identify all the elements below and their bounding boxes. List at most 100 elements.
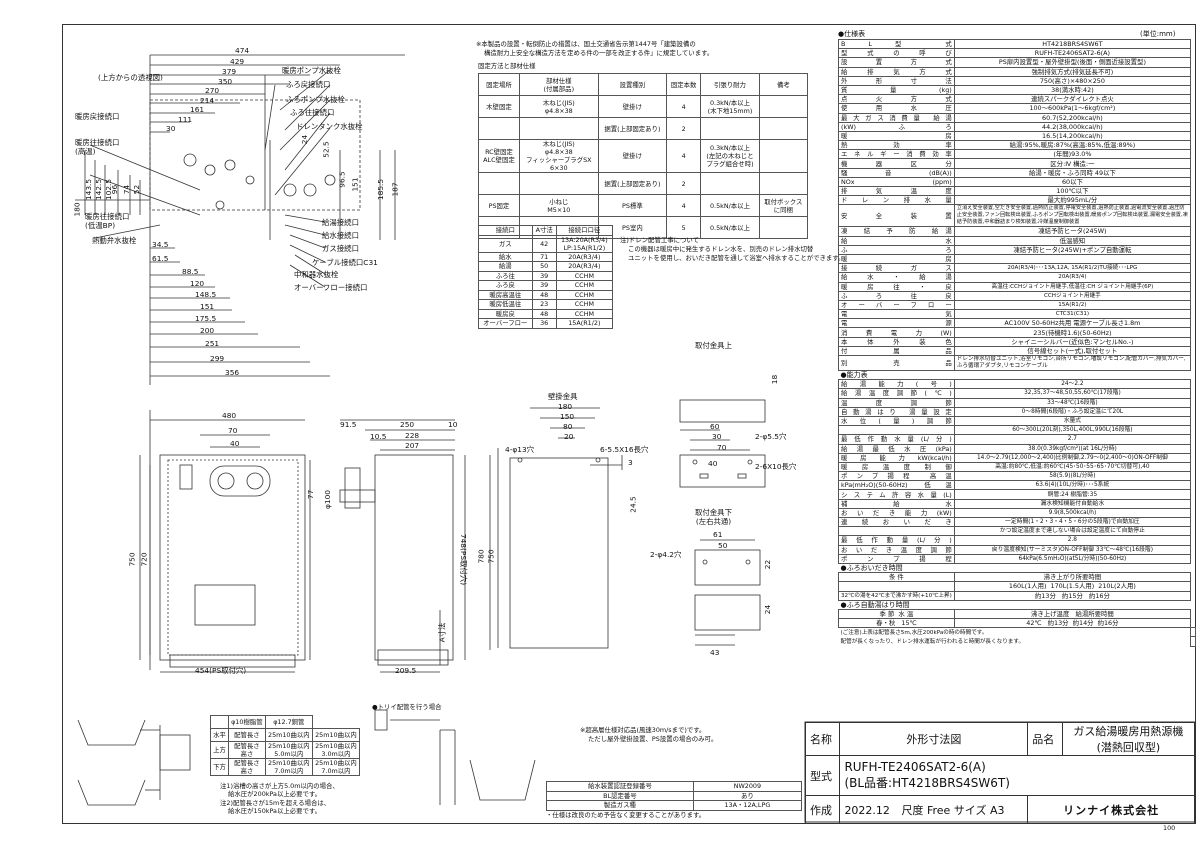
label-hot-water: 給湯接続口: [322, 218, 359, 227]
conn-row-3-cell-0: ふろ往: [478, 270, 533, 281]
spec-perf-12: システム許容水量(L)銅管:24 樹脂管:35: [838, 489, 1196, 500]
spec-perf-title-cell-0: ●能力表: [840, 371, 868, 380]
spec-auto-title: ●ふろ自動湯はり時間: [839, 600, 1196, 609]
spec-row-9-cell-0: (kW) ふろ: [838, 121, 955, 132]
mount-row-4-cell-1: 小ねじ M5×10: [518, 194, 599, 217]
conn-row-4-cell-0: ふろ戻: [478, 280, 533, 291]
dim-120: 120: [190, 279, 205, 288]
spec-row-3-cell-1: 強制排気方式(排気延長不可): [953, 66, 1192, 77]
spec-row-1-cell-1: RUFH-TE2406SAT2-6(A): [953, 48, 1192, 59]
spec-oidaki-head: 条 件沸き上がり所要時間: [838, 572, 1196, 583]
pipe-row-1-cell-2: 25m10曲以内 5.0m以内: [264, 741, 313, 759]
spec-auto-title-cell-1: [954, 600, 1190, 609]
spec-row-8-cell-1: 60.7(52,200kcal/h): [953, 112, 1192, 123]
spec-perf-16: かつ設定温度まで達しない場合は設定温度にて自動停止: [838, 526, 1196, 537]
spec-conn-4-cell-1: 15A(R1/2): [953, 299, 1192, 311]
spec-auto-row-cell-0: 春・秋 15℃: [838, 618, 955, 629]
front-dim-480: 480: [222, 411, 237, 420]
pipe-note-1b: 給水圧が200kPa以上必要です。: [228, 790, 322, 798]
dim-474: 474: [235, 46, 250, 55]
label-heating-low: 暖房往接続口 (低温BP): [85, 212, 130, 230]
spec-perf-19-cell-1: 64kPa(6.5mH₂O)(at5L/分時)(50-60Hz): [953, 553, 1192, 564]
spec-row-5-cell-1: 38(満水時:42): [953, 84, 1192, 96]
mount-header-cell-5: 備考: [758, 73, 809, 96]
spec-foot-2-cell-1: [1190, 636, 1196, 647]
bottom-bracket-dim-43: 43: [710, 648, 720, 657]
spec-perf-16-cell-1: かつ設定温度まで達しない場合は設定温度にて自動停止: [953, 526, 1192, 537]
spec-perf-14: おいだき能力(kW)9.9(8,500kcal/h): [838, 507, 1196, 519]
spec-conn-1-cell-0: 給水・給湯: [838, 272, 955, 283]
spec-perf-title: ●能力表: [839, 371, 1196, 380]
cert-row-1-cell-1: あり: [692, 790, 803, 801]
spec-freeze-1-cell-1: 低温感知: [953, 235, 1192, 246]
product-value-2: (潜熱回収型): [1096, 741, 1161, 754]
spec-auto-row-cell-1: 42℃ 約13分 約14分 約16分: [953, 618, 1192, 629]
pipe-row-1-cell-0: 上方: [210, 741, 229, 759]
spec-perf-14-cell-0: おいだき能力(kW): [838, 507, 955, 519]
spec-option-cell-1: ドレン排水切替ユニット,浴室リモコン,台所リモコン,増設リモコン,配管カバー,排…: [953, 355, 1192, 371]
conn-row-1-cell-1: 71: [531, 251, 557, 262]
dim-88-5: 88.5: [182, 267, 199, 276]
spec-perf-19-cell-0: ポンプ揚程: [838, 553, 955, 564]
cert-row-0-cell-0: 給水装置認証登録番号: [546, 781, 694, 792]
spec-title: ●仕様表: [838, 30, 866, 38]
spec-row-16-cell-1: 100℃以下: [953, 185, 1192, 197]
conn-row-4-cell-2: CCHM: [555, 280, 614, 291]
bracket-dim-24-5: 24.5: [628, 496, 638, 513]
trap-title: ●トリイ配管を行う場合: [372, 703, 442, 711]
model-label: 型式: [804, 755, 841, 796]
label-bath-supply: ふろ往接続口: [290, 108, 335, 117]
label-bath-return: ふろ戻接続口: [286, 80, 331, 89]
top-bracket-slots: 2-6X10長穴: [755, 462, 797, 471]
spec-perf-1-cell-0: 給湯温度調節(℃): [838, 388, 955, 399]
spec-row-5: 質 量 (kg)38(満水時:42): [838, 84, 1196, 96]
dim-251: 251: [205, 339, 220, 348]
spec-row-11: 熱 効 率給湯:95%,暖房:87%(高温:85%,低温:89%): [838, 140, 1196, 151]
side-dim-748: 748(PS取付穴): [459, 533, 469, 586]
top-bracket-title: 取付金具上: [695, 341, 732, 350]
model-value-1: RUFH-TE2406SAT2-6(A): [844, 760, 986, 774]
bottom-bracket-lines: [694, 539, 761, 646]
scale-value: Free: [926, 803, 951, 817]
dim-185-5: 185.5: [376, 178, 386, 201]
mount-row-1-cell-0: [478, 117, 520, 140]
company-name: リンナイ株式会社: [1027, 795, 1195, 824]
spec-row-14-cell-0: 騒 音 (dB(A)): [838, 167, 955, 178]
mount-row-3-cell-4: [700, 172, 760, 195]
spec-perf-4: 水位(量)調節水量式: [838, 415, 1196, 427]
spec-power-3-cell-0: 付 属 品: [838, 345, 955, 357]
wind-note-2: ただし屋外壁掛設置、PS設置の場合のみ可。: [588, 735, 718, 743]
dim-299: 299: [210, 354, 225, 363]
bracket-dim-750: 750: [486, 549, 496, 564]
spec-perf-3-cell-0: 自動湯はり 湯量設定: [838, 406, 955, 417]
front-dim-750: 750: [127, 552, 137, 567]
mount-row-2-cell-3: 4: [666, 139, 702, 173]
spec-row-12-cell-0: エネルギー消費効率: [838, 149, 955, 160]
spec-option: 別 売 品ドレン排水切替ユニット,浴室リモコン,台所リモコン,増設リモコン,配管…: [838, 355, 1196, 371]
spec-perf-8-cell-0: 暖房能力kW(kcal/h): [838, 452, 955, 463]
mount-row-1-cell-3: 2: [666, 117, 702, 140]
top-view-title: (上方からの透視図): [98, 73, 163, 82]
spec-foot-1-cell-0: (ご注意)上表は配管長さ5m,水圧200kPaの時の時間です。: [840, 629, 988, 636]
spec-perf-5-cell-0: [838, 425, 955, 436]
pipe-diagram-lines: [77, 709, 536, 806]
mount-row-3-cell-0: [478, 172, 520, 195]
spec-perf-0-cell-1: 24～2.2: [953, 379, 1192, 390]
side-view-lines: [339, 419, 466, 673]
spec-perf-7-cell-0: 給湯最低水圧(kPa): [838, 443, 955, 454]
spec-perf-8-cell-1: 14.0～2.79(12,000～2,400)比例制御,2.79～0(2,400…: [953, 452, 1192, 463]
pipe-header-cell-1: φ10樹脂管: [227, 715, 266, 729]
bracket-holes: 4-φ13穴: [505, 445, 535, 454]
mount-row-0-cell-3: 4: [666, 95, 702, 118]
spec-power-3-cell-1: 信号線セット(一式),取付セット: [953, 345, 1192, 357]
bracket-dim-180: 180: [558, 402, 573, 411]
